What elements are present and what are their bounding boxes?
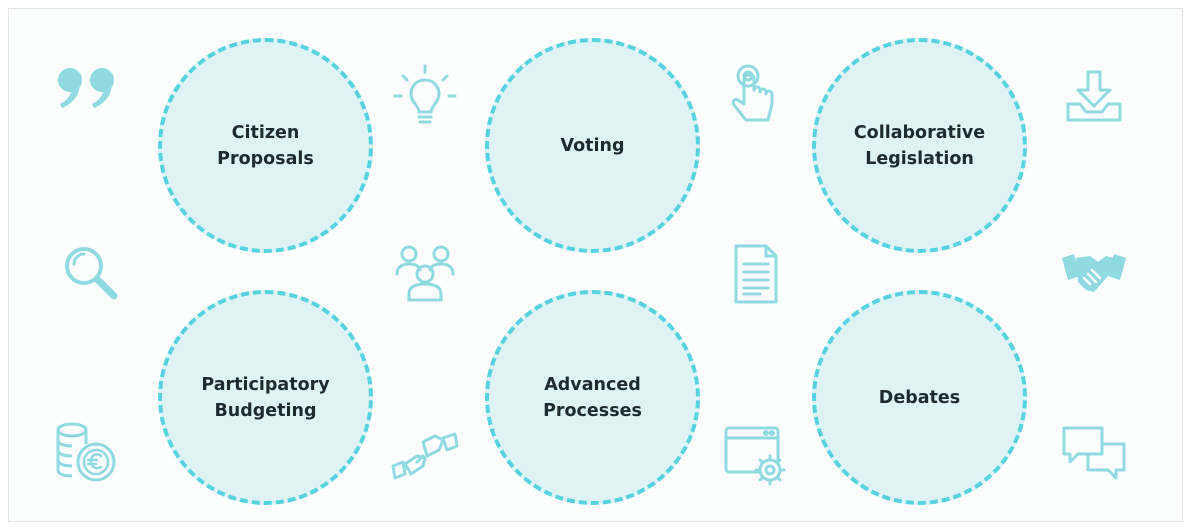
group-icon [389,238,461,310]
feature-participatory-budgeting[interactable]: Participatory Budgeting [158,290,373,505]
pointing-hands-icon [389,418,461,490]
feature-collaborative-legislation[interactable]: Collaborative Legislation [812,38,1027,253]
chat-bubbles-icon [1058,418,1130,490]
lightbulb-icon [389,62,461,134]
search-icon [58,240,130,312]
feature-citizen-proposals[interactable]: Citizen Proposals [158,38,373,253]
feature-debates[interactable]: Debates [812,290,1027,505]
feature-label: Voting [560,135,625,156]
handshake-icon [1058,236,1130,308]
feature-label: Citizen Proposals [217,122,314,169]
touch-hand-icon [720,60,792,132]
feature-voting[interactable]: Voting [485,38,700,253]
coins-euro-icon [50,418,122,490]
browser-settings-icon [720,418,792,490]
document-icon [720,238,792,310]
download-icon [1058,62,1130,134]
feature-label: Debates [878,387,961,408]
feature-advanced-processes[interactable]: Advanced Processes [485,290,700,505]
quote-icon [52,58,124,130]
feature-label: Participatory Budgeting [201,374,330,421]
feature-label: Advanced Processes [543,374,642,421]
feature-label: Collaborative Legislation [853,122,986,169]
